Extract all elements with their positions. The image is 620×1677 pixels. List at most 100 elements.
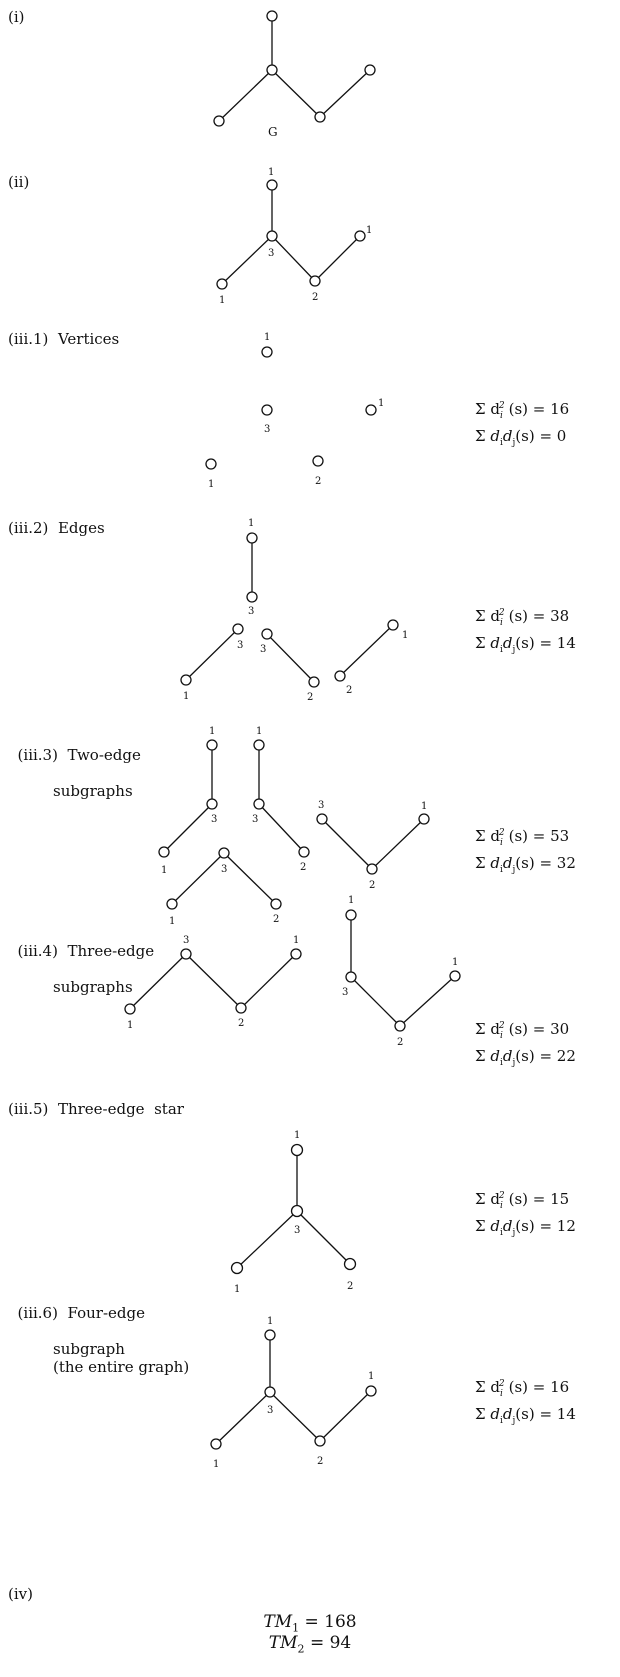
edge [314, 235, 361, 282]
degree-label: 1 [378, 398, 384, 409]
degree-label: 2 [315, 476, 321, 487]
edge [185, 628, 239, 681]
graph-g: G [213, 10, 376, 139]
vertex [261, 346, 273, 358]
vertex [314, 1435, 326, 1447]
three-edge-subgraphs: 1 3 2 1 1 3 2 1 [124, 895, 461, 1048]
degree-label: 1 [267, 1316, 273, 1327]
vertex [264, 1329, 276, 1341]
degree-label: 2 [347, 1281, 353, 1292]
vertex [210, 1438, 222, 1450]
formula-sum-d-squared: Σ di2(s) = 53 [475, 827, 570, 848]
edge [221, 235, 273, 285]
vertex [235, 1002, 247, 1014]
degree-label: 3 [260, 644, 266, 655]
degree-label: 2 [307, 692, 313, 703]
vertex [309, 275, 321, 287]
edge [266, 633, 315, 683]
degree-label: 1 [268, 167, 274, 178]
formula-sum-d-product: Σ didj(s) = 0 [475, 427, 567, 448]
degree-label: 1 [348, 895, 354, 906]
formula-sum-d-squared: Σ di2(s) = 16 [475, 1378, 570, 1399]
graph-with-degrees: 1 3 1 2 1 [216, 167, 372, 306]
formula-sum-d-squared: Σ di2(s) = 16 [475, 400, 570, 421]
edge [350, 976, 401, 1027]
degree-label: 1 [169, 916, 175, 927]
vertex [124, 1003, 136, 1015]
vertices-subgraphs: 1 3 1 1 2 [205, 332, 384, 490]
vertex [206, 739, 218, 751]
degree-label: 1 [208, 479, 214, 490]
formula-sum-d-product: Σ didj(s) = 14 [475, 634, 576, 655]
vertex [213, 115, 225, 127]
vertex [266, 179, 278, 191]
formulas-iii4: Σ di2(s) = 30 Σ didj(s) = 22 [475, 1016, 576, 1073]
degree-label: 1 [293, 935, 299, 946]
vertex [253, 798, 265, 810]
degree-label: 3 [211, 814, 217, 825]
formula-sum-d-product: Σ didj(s) = 14 [475, 1405, 576, 1426]
vertex [205, 458, 217, 470]
four-edge-subgraph: 1 3 1 2 1 [210, 1316, 377, 1470]
section-label-ii: (ii) [8, 173, 30, 191]
vertex [298, 846, 310, 858]
edge [218, 69, 273, 122]
degree-label: 1 [213, 1459, 219, 1470]
degree-label: 1 [256, 726, 262, 737]
edge [319, 69, 371, 118]
formula-sum-d-squared: Σ di2(s) = 15 [475, 1190, 570, 1211]
section-label-iv: (iv) [8, 1585, 33, 1603]
formula-sum-d-product: Σ didj(s) = 22 [475, 1047, 576, 1068]
degree-label: 2 [273, 914, 279, 925]
degree-label: 3 [267, 1405, 273, 1416]
section-label-iii4-sub: subgraphs [53, 978, 133, 996]
formula-sum-d-squared: Σ di2(s) = 30 [475, 1020, 570, 1041]
formulas-iii5: Σ di2(s) = 15 Σ didj(s) = 12 [475, 1186, 576, 1243]
edge [271, 69, 321, 118]
degree-label: 3 [294, 1225, 300, 1236]
edge [271, 235, 316, 282]
edge [236, 1210, 298, 1269]
section-label-iii6-main: (iii.6) Four-edge [17, 1304, 145, 1322]
degree-label: 3 [237, 640, 243, 651]
vertex [232, 623, 244, 635]
degree-label: 1 [421, 801, 427, 812]
vertex [308, 676, 320, 688]
degree-label: 2 [346, 685, 352, 696]
edge-subgraphs: 1 3 3 1 3 2 2 1 [180, 518, 408, 703]
formula-sum-d-product: Σ didj(s) = 32 [475, 854, 576, 875]
degree-label: 1 [264, 332, 270, 343]
section-label-iii6-sub: subgraph (the entire graph) [53, 1340, 190, 1376]
degree-label: 1 [248, 518, 254, 529]
vertex [334, 670, 346, 682]
degree-label: 2 [238, 1018, 244, 1029]
vertex [246, 591, 258, 603]
vertex [253, 739, 265, 751]
formula-sum-d-product: Σ didj(s) = 12 [475, 1217, 576, 1238]
edge [258, 803, 305, 853]
section-label-iii1: (iii.1) Vertices [8, 330, 120, 348]
section-label-iii3-main: (iii.3) Two-edge [17, 746, 141, 764]
vertex [246, 532, 258, 544]
vertex [345, 971, 357, 983]
degree-label: 1 [366, 225, 372, 236]
degree-label: 3 [268, 248, 274, 259]
tm2-result: TM2 = 94 [268, 1633, 352, 1656]
vertex [314, 111, 326, 123]
degree-label: 1 [161, 865, 167, 876]
section-label-iii2: (iii.2) Edges [8, 519, 105, 537]
degree-label: 2 [369, 880, 375, 891]
vertex [365, 404, 377, 416]
degree-label: 1 [234, 1284, 240, 1295]
degree-label: 2 [300, 862, 306, 873]
edge [296, 1210, 351, 1265]
vertex [365, 1385, 377, 1397]
edge [185, 953, 242, 1009]
vertex [394, 1020, 406, 1032]
edge [171, 852, 225, 905]
vertex [216, 278, 228, 290]
vertex [218, 847, 230, 859]
degree-label: 1 [294, 1130, 300, 1141]
vertex [290, 1204, 304, 1218]
graph-label: G [268, 125, 278, 139]
